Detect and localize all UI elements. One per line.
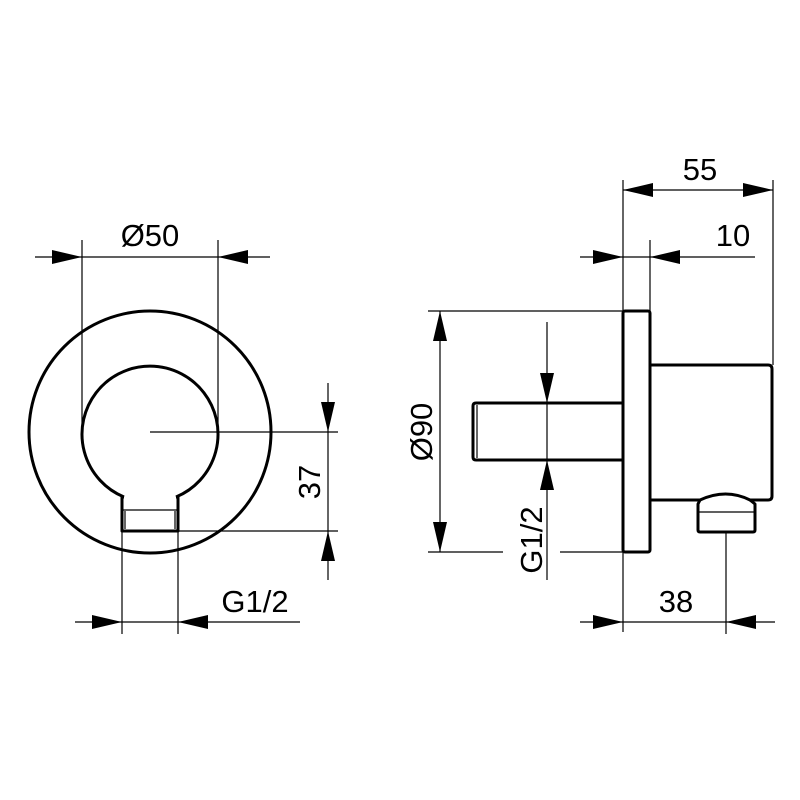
dimension-thread-side: G1/2 [514,322,554,580]
rosette-flange [621,309,652,554]
dimension-thread-front: G1/2 [75,531,300,634]
dimension-outlet-38: 38 [580,532,775,634]
dimension-label: G1/2 [514,506,549,573]
outlet-fitting [120,495,180,533]
dimension-offset-37: 37 [150,383,338,580]
inner-body [80,364,220,499]
dimension-label: 38 [659,584,693,619]
body [650,363,774,502]
dimension-diameter-90: Ø90 [404,310,623,553]
dimension-label: 37 [292,465,327,499]
dimension-label: 10 [716,218,750,253]
dimension-label: G1/2 [221,584,288,619]
dimension-label: Ø50 [121,218,180,253]
side-view: Ø90 G1/2 55 10 [404,152,775,634]
outlet-fitting [696,498,757,534]
dimension-diameter-50: Ø50 [35,218,270,432]
dimension-label: Ø90 [404,403,439,462]
inlet-pipe [471,401,623,462]
dimension-depth-55: 55 [622,152,774,632]
dimension-flange-10: 10 [580,218,755,311]
dimension-label: 55 [683,152,717,187]
front-view: Ø50 37 G1/2 [27,218,338,634]
